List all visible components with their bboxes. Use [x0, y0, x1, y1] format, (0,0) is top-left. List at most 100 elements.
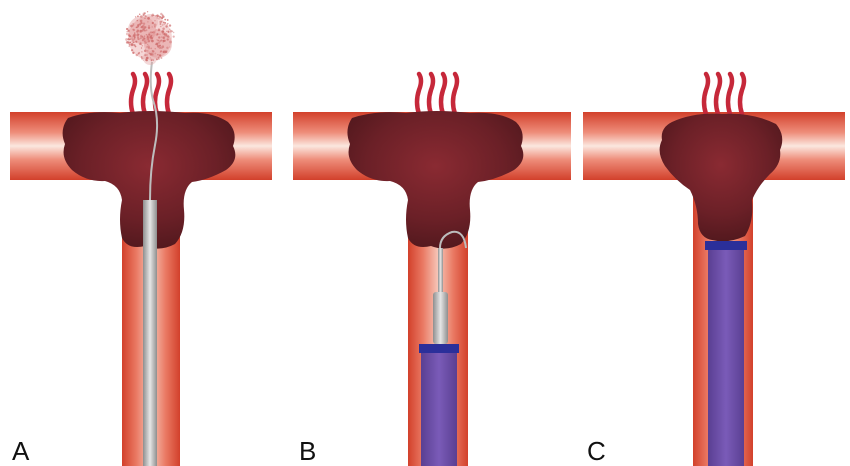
particle — [142, 25, 145, 28]
particle — [141, 36, 143, 38]
particle — [127, 38, 129, 40]
particle — [151, 37, 153, 39]
particle — [142, 45, 144, 47]
particle — [152, 40, 153, 41]
particle — [140, 37, 142, 39]
particle — [162, 30, 164, 32]
particle — [165, 25, 167, 27]
particle — [150, 57, 151, 58]
particle — [155, 53, 157, 55]
particle — [160, 26, 162, 28]
particle — [135, 46, 137, 48]
particle — [137, 30, 140, 33]
panel-c — [583, 74, 845, 466]
particle — [159, 16, 161, 18]
particle — [152, 22, 154, 24]
particle — [152, 32, 153, 33]
particle — [132, 23, 134, 25]
particle — [144, 38, 145, 39]
particle — [128, 30, 130, 32]
particle — [167, 23, 168, 24]
particle — [143, 60, 144, 61]
particle — [134, 32, 135, 33]
particle — [148, 40, 150, 42]
particle — [167, 19, 169, 21]
particle — [173, 32, 175, 34]
particle — [131, 44, 133, 46]
particle — [158, 40, 159, 41]
particle — [166, 31, 167, 32]
particle — [137, 16, 139, 18]
particle — [164, 22, 166, 24]
particle — [173, 36, 175, 38]
particle — [167, 35, 169, 37]
particle — [151, 26, 152, 27]
particle — [134, 36, 136, 38]
particle — [151, 35, 152, 36]
particle — [133, 34, 135, 36]
panel-b — [293, 74, 571, 466]
particle — [148, 34, 150, 36]
particle — [147, 44, 148, 45]
particle — [162, 45, 164, 47]
particle — [164, 24, 165, 25]
particle — [146, 60, 148, 62]
guide-wire — [438, 248, 443, 298]
particle — [133, 29, 135, 31]
particle — [148, 25, 149, 26]
particle — [145, 15, 146, 16]
particle — [159, 54, 161, 56]
particle — [146, 34, 148, 36]
particle — [156, 14, 159, 17]
particle — [126, 33, 129, 36]
particle — [143, 14, 145, 16]
particle — [154, 20, 155, 21]
particle — [159, 47, 161, 49]
particle — [139, 13, 141, 15]
aspiration-catheter — [421, 350, 457, 466]
particle — [162, 16, 165, 19]
particle — [156, 43, 158, 45]
particle — [125, 38, 128, 41]
particle — [131, 36, 132, 37]
particle-cloud — [125, 11, 175, 65]
particle — [156, 29, 157, 30]
particle — [151, 15, 153, 17]
particle — [159, 34, 160, 35]
particle — [138, 38, 140, 40]
particle — [140, 30, 142, 32]
particle — [141, 47, 142, 48]
particle — [162, 33, 163, 34]
guide-wire — [143, 200, 157, 466]
particle — [165, 51, 168, 54]
particle — [159, 23, 161, 25]
particle — [133, 42, 134, 43]
particle — [162, 24, 164, 26]
particle — [140, 15, 143, 18]
panel-label-c: C — [587, 438, 606, 464]
particle — [147, 17, 150, 20]
particle — [157, 54, 159, 56]
particle — [130, 25, 133, 28]
particle — [151, 60, 153, 62]
particle — [157, 33, 159, 35]
particle — [144, 49, 147, 52]
particle — [152, 59, 154, 61]
particle — [136, 54, 138, 56]
particle — [169, 46, 170, 47]
particle — [152, 50, 154, 52]
panel-label-a: A — [12, 438, 29, 464]
particle — [156, 58, 158, 60]
panel-a — [10, 11, 272, 466]
particle — [147, 21, 148, 22]
particle — [151, 53, 154, 56]
particle — [145, 42, 147, 44]
particle — [156, 39, 158, 41]
particle — [158, 18, 159, 19]
particle — [158, 29, 161, 32]
aspiration-catheter — [708, 248, 744, 466]
particle — [158, 56, 160, 58]
particle — [143, 23, 145, 25]
particle — [135, 41, 137, 43]
